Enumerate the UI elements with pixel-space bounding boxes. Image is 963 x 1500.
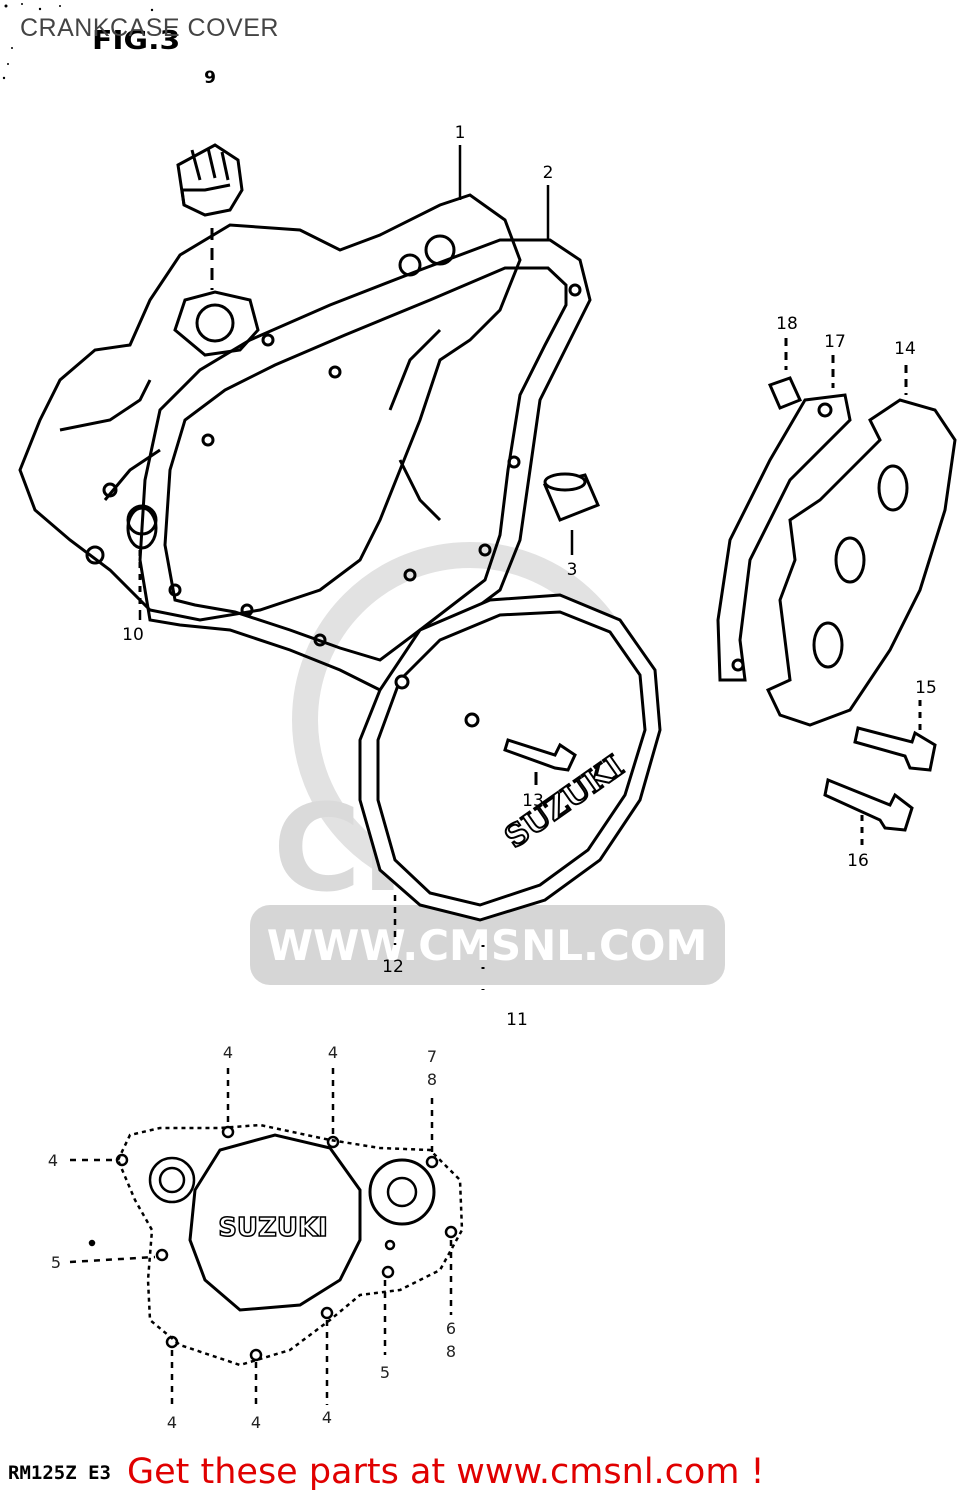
callout-18: 18 [776, 314, 798, 334]
callout-9: 9 [204, 68, 216, 88]
page-title: CRANKCASE COVER [20, 14, 279, 42]
callout-8-lower: 8 [446, 1342, 456, 1361]
assembled-cover-view[interactable]: SUZUKI [69, 1068, 464, 1410]
callout-4-top-left: 4 [223, 1043, 233, 1062]
scan-speckles [2, 3, 154, 80]
callout-11: 11 [506, 1010, 528, 1030]
cover-screw[interactable] [503, 738, 577, 785]
callout-1: 1 [455, 123, 466, 143]
callout-10: 10 [122, 625, 144, 645]
callout-12: 12 [382, 957, 404, 977]
callout-4-top-right: 4 [328, 1043, 338, 1062]
callout-4-bottom-right: 4 [322, 1408, 332, 1427]
clutch-cover-brand: SUZUKI [218, 1213, 328, 1243]
callout-17: 17 [824, 332, 846, 352]
collar[interactable] [767, 338, 803, 410]
callout-6: 6 [446, 1319, 456, 1338]
callout-5-bottom: 5 [380, 1363, 390, 1382]
callout-16: 16 [847, 851, 869, 871]
buy-parts-link[interactable]: Get these parts at www.cmsnl.com ! [127, 1452, 765, 1492]
callout-4-bottom-left: 4 [167, 1413, 177, 1432]
callout-4-bottom-mid: 4 [251, 1413, 261, 1432]
model-code: RM125Z E3 [8, 1462, 111, 1484]
watermark-url: WWW.CMSNL.COM [267, 921, 708, 970]
callout-5-left: 5 [51, 1253, 61, 1272]
oil-filler-cap[interactable] [176, 143, 244, 290]
callout-13: 13 [522, 791, 544, 811]
figure-label: FIG.3 [92, 26, 181, 56]
callout-3: 3 [567, 560, 578, 580]
crankcase-cover[interactable] [18, 193, 522, 622]
bolt-15[interactable] [853, 700, 937, 772]
callout-15: 15 [915, 678, 937, 698]
callout-14: 14 [894, 339, 916, 359]
dowel-pin[interactable] [542, 472, 600, 522]
stopper-plate[interactable] [716, 355, 852, 682]
gasket[interactable] [138, 238, 592, 692]
guide-plate[interactable] [765, 365, 957, 727]
callout-4-left: 4 [48, 1151, 58, 1170]
callout-2: 2 [543, 163, 554, 183]
callout-8-upper: 8 [427, 1070, 437, 1089]
o-ring[interactable] [126, 506, 158, 610]
callout-numbers: 1 2 3 9 10 11 12 13 14 15 16 17 18 4 4 4… [48, 68, 937, 1432]
leader-lines [138, 145, 574, 620]
bolt-16[interactable] [823, 777, 914, 845]
callout-7: 7 [427, 1047, 437, 1066]
